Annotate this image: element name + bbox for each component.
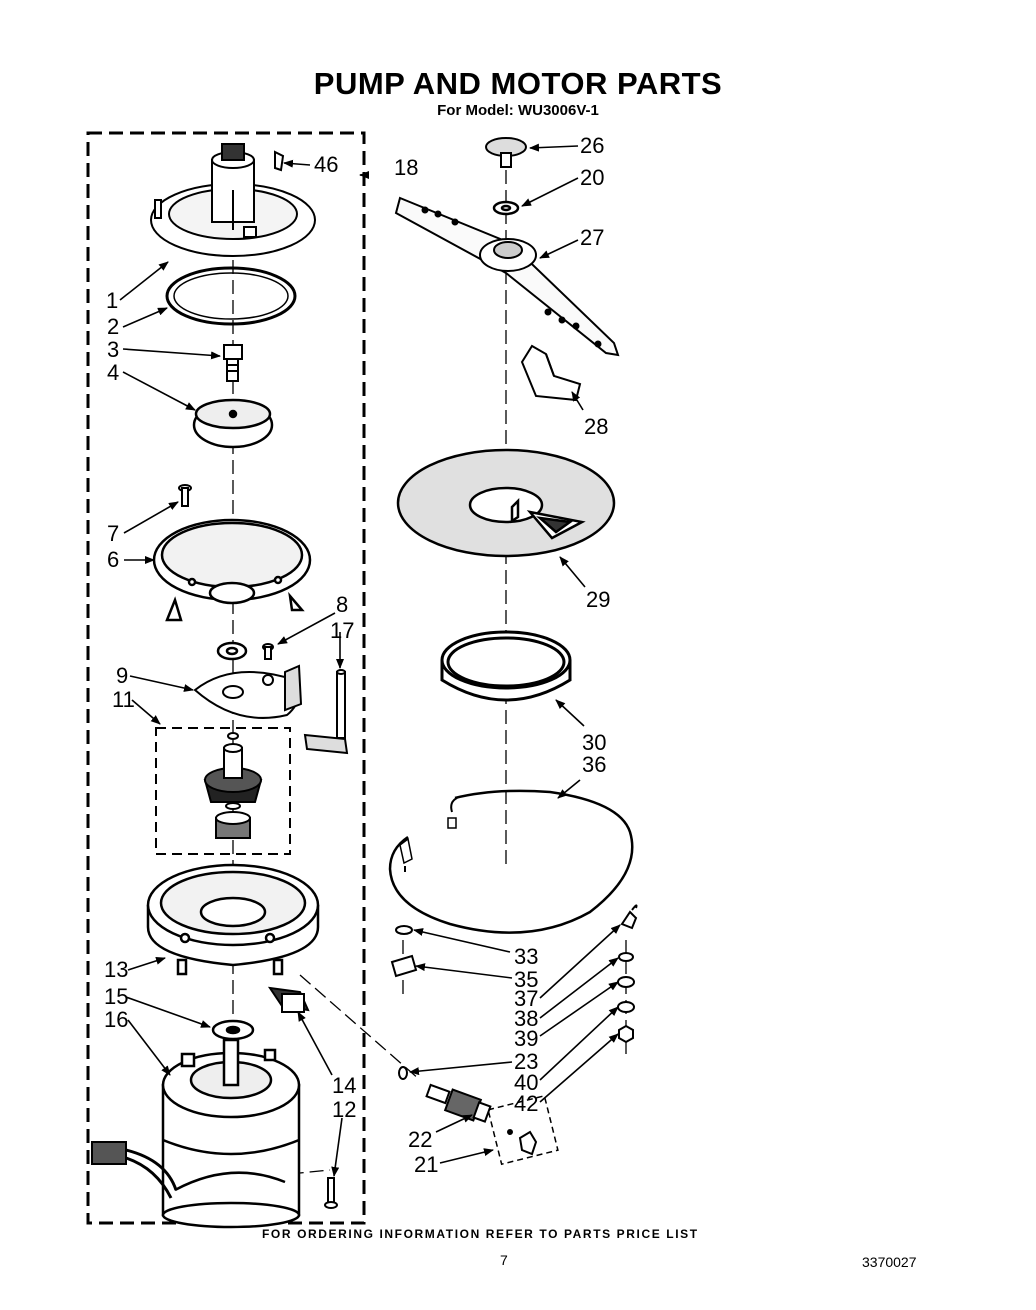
part-11-impeller <box>203 732 263 839</box>
callout-27: 27 <box>580 225 604 250</box>
part-8-screw <box>262 643 274 660</box>
part-37-terminal <box>620 904 638 930</box>
part-13-motor-mount <box>146 863 320 976</box>
part-35-bracket <box>390 954 418 978</box>
part-33-washer <box>395 925 413 935</box>
callout-3: 3 <box>107 337 119 362</box>
ordering-note: FOR ORDERING INFORMATION REFER TO PARTS … <box>262 1227 699 1241</box>
callout-22: 22 <box>408 1127 432 1152</box>
callout-16: 16 <box>104 1007 128 1032</box>
callout-42: 42 <box>514 1091 538 1116</box>
part-26-cap <box>485 137 527 168</box>
callout-38: 38 <box>514 1006 538 1031</box>
callout-12: 12 <box>332 1097 356 1122</box>
callout-46: 46 <box>314 152 338 177</box>
callout-35: 35 <box>514 967 538 992</box>
callout-28: 28 <box>584 414 608 439</box>
callout-8: 8 <box>336 592 348 617</box>
callout-7: 7 <box>107 521 119 546</box>
part-20-washer <box>492 200 520 216</box>
part-9-plate <box>193 664 303 719</box>
part-22-sensor <box>425 1083 492 1123</box>
part-6-chamber <box>152 518 312 622</box>
callout-1: 1 <box>106 288 118 313</box>
callout-21: 21 <box>414 1152 438 1177</box>
callout-26: 26 <box>580 133 604 158</box>
part-3-bolt <box>223 344 243 382</box>
callout-37: 37 <box>514 986 538 1011</box>
callout-17: 17 <box>330 618 354 643</box>
part-15-washer <box>211 1019 255 1041</box>
callout-2: 2 <box>107 314 119 339</box>
callout-9: 9 <box>116 663 128 688</box>
leader-lines <box>119 143 621 1177</box>
part-23-o-ring <box>398 1066 408 1080</box>
part-40-washer <box>617 1001 635 1013</box>
part-14-bracket <box>267 986 310 1013</box>
callout-4: 4 <box>107 360 119 385</box>
model-subtitle: For Model: WU3006V-1 <box>437 102 599 119</box>
callout-11: 11 <box>112 687 135 712</box>
page-number: 7 <box>500 1252 508 1268</box>
part-21-switch-clip <box>507 1129 538 1156</box>
callout-30: 30 <box>582 730 606 755</box>
switch-bracket-outline <box>487 1094 559 1166</box>
part-36-heater-loop <box>388 789 634 934</box>
callout-33: 33 <box>514 944 538 969</box>
part-42-nut <box>618 1024 634 1044</box>
part-46-clip <box>274 150 285 172</box>
part-harness-plug <box>91 1141 178 1199</box>
part-27-spray-arm <box>394 196 620 357</box>
callout-29: 29 <box>586 587 610 612</box>
part-washer-top <box>216 641 248 661</box>
part-16-motor <box>161 1038 301 1229</box>
callout-40: 40 <box>514 1070 538 1095</box>
part-39-washer <box>617 976 635 988</box>
document-number: 3370027 <box>862 1254 917 1270</box>
callout-36: 36 <box>582 752 606 777</box>
callout-6: 6 <box>107 547 119 572</box>
callout-39: 39 <box>514 1026 538 1051</box>
part-17-rod <box>303 669 349 755</box>
callout-23: 23 <box>514 1049 538 1074</box>
part-12-screw <box>324 1177 338 1209</box>
page-title: PUMP AND MOTOR PARTS <box>313 66 723 101</box>
part-1-pump-housing <box>150 143 316 257</box>
part-28-deflector <box>520 344 582 402</box>
part-2-gasket <box>165 266 297 326</box>
callout-20: 20 <box>580 165 604 190</box>
impeller-assembly-outline <box>155 727 291 855</box>
callout-13: 13 <box>104 957 128 982</box>
callout-15: 15 <box>104 984 128 1009</box>
callout-14: 14 <box>332 1073 356 1098</box>
callout-labels: 46 18 1 2 3 4 7 6 8 17 9 11 13 15 16 14 … <box>104 133 610 1177</box>
part-29-filter-disc <box>396 448 616 558</box>
part-4-seal <box>192 398 274 449</box>
part-38-washer <box>618 952 634 962</box>
part-30-ring <box>440 630 572 702</box>
callout-18: 18 <box>394 155 418 180</box>
part-7-screw <box>178 484 192 507</box>
